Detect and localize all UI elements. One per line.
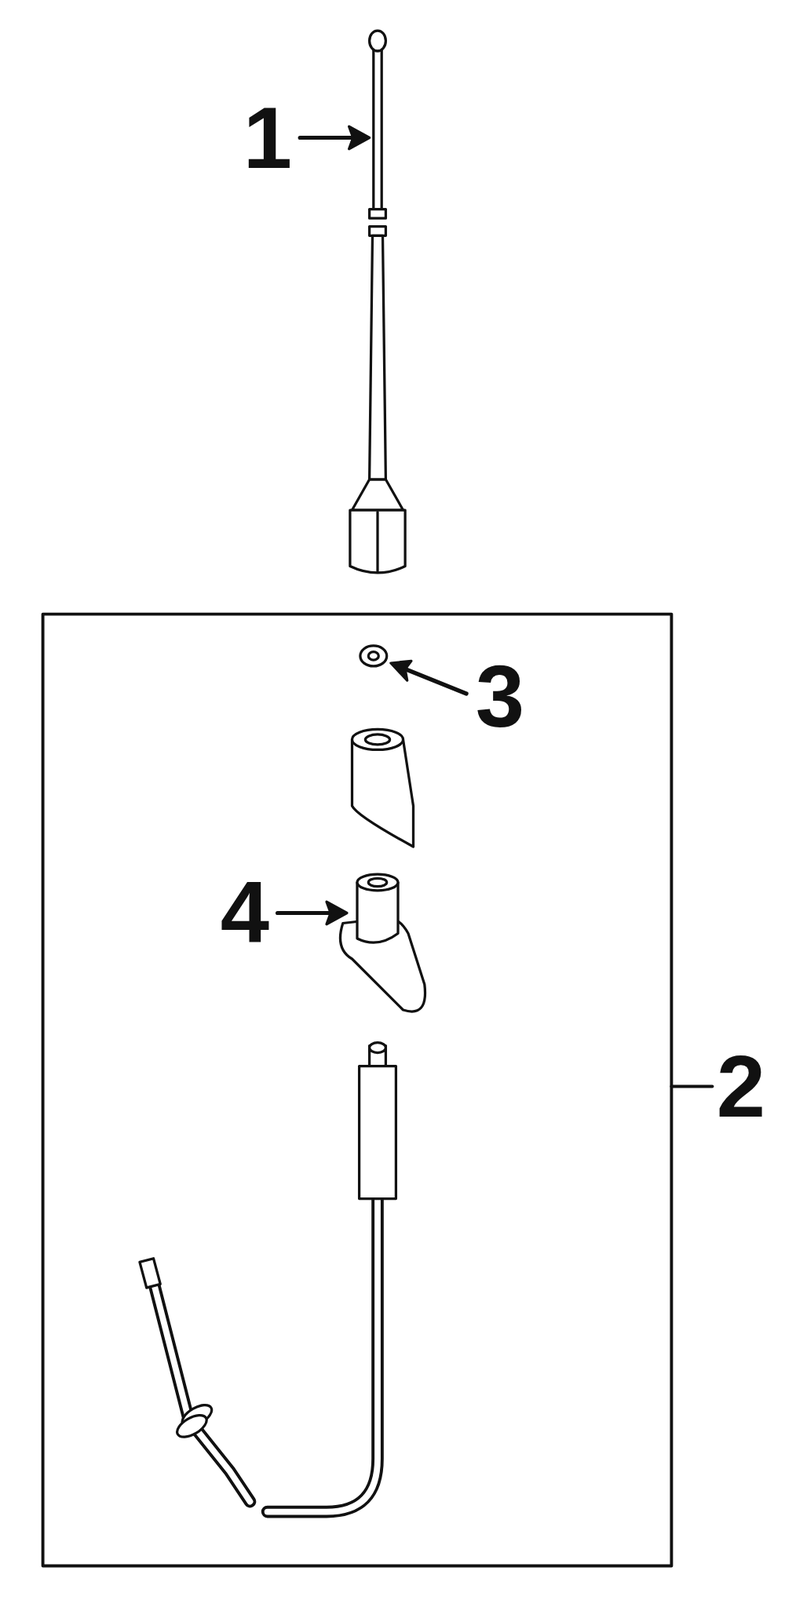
- assembly-bracket: [43, 614, 672, 1567]
- callout-number: 2: [716, 1043, 766, 1132]
- leader-arrow: [390, 660, 467, 694]
- antenna-cable: [139, 1043, 396, 1513]
- antenna-base: [339, 874, 425, 1012]
- callout-number: 1: [243, 94, 293, 183]
- callout-number: 3: [475, 653, 525, 742]
- nut: [360, 646, 388, 667]
- callout-number: 4: [220, 868, 270, 957]
- boot: [351, 729, 413, 848]
- leader-arrow: [299, 126, 369, 150]
- antenna-mast: [350, 30, 406, 574]
- leader-arrow: [277, 901, 347, 925]
